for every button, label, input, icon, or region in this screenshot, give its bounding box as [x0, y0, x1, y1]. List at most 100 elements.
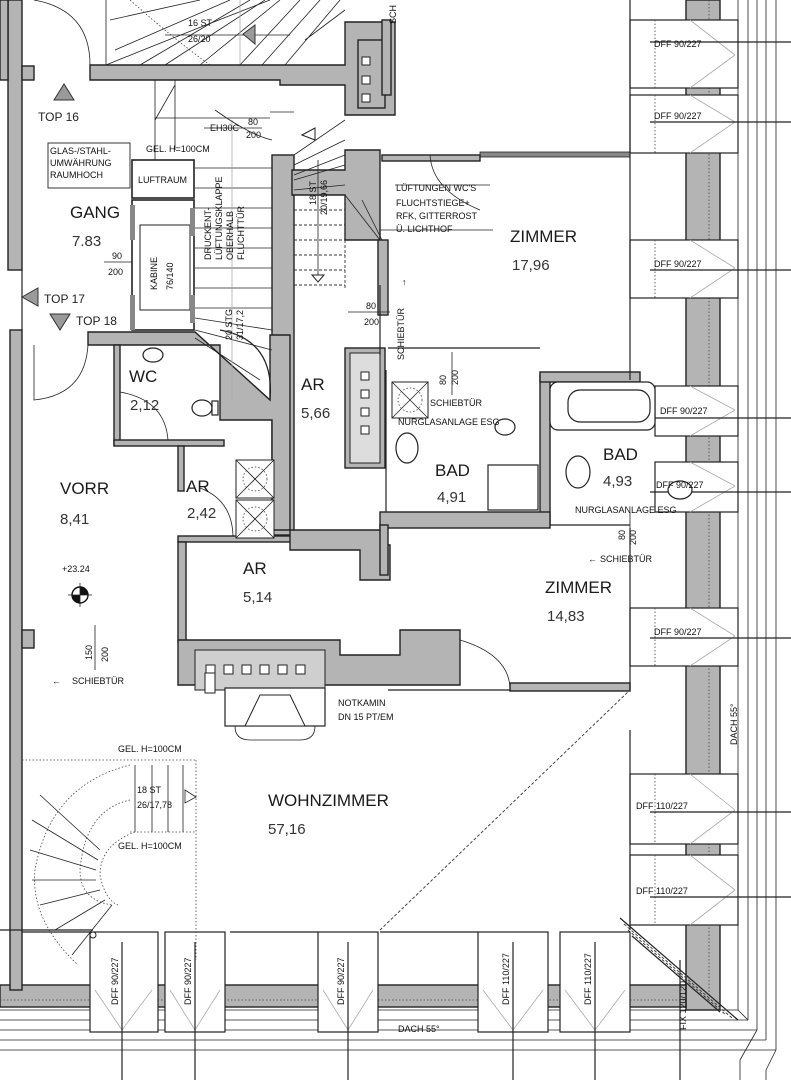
bad2-toilet: [667, 480, 693, 500]
level-marker: [68, 583, 92, 607]
railing-note-1: GEL. H=100CM: [118, 744, 182, 754]
spiral-stair-steps: 18 ST: [137, 785, 162, 795]
window-label-bottom-5: DFF 110/227: [583, 953, 593, 1005]
ventilation-note-line-1: LÜFTUNGEN WC'S: [396, 183, 476, 193]
dormer-b3: [317, 931, 379, 1080]
sliding-door-label-2: SCHIEBTÜR: [430, 398, 483, 408]
glass-system-note-2: NURGLASANLAGE ESG: [575, 505, 677, 515]
dormer-r2: [629, 94, 791, 154]
elevator-shaft: [130, 80, 270, 331]
fireplace: [204, 672, 326, 741]
wc-toilet: [191, 399, 213, 417]
room-area-bad-1: 4,91: [437, 489, 466, 506]
dormer-r1: [629, 19, 791, 89]
top-markers: [20, 83, 75, 331]
kabine-label: KABINE: [149, 257, 159, 290]
vent-note-line-2: LÜFTUNGSKLAPPE: [214, 176, 224, 260]
stair-left-ratio: 31/17,2: [235, 310, 245, 340]
window-label-right-1: DFF 90/227: [654, 39, 702, 49]
vent-note-line-3: OBERHALB: [225, 211, 235, 260]
room-name-zimmer-2: ZIMMER: [545, 578, 612, 597]
luftraum-label: LUFTRAUM: [138, 175, 187, 185]
right-dormers: [629, 19, 791, 926]
dormer-r8: [629, 854, 791, 926]
emergency-chimney-line-2: DN 15 PT/EM: [338, 712, 394, 722]
door-dim-width-2: 90: [112, 251, 122, 261]
door-dim-height-4: 200: [450, 370, 460, 385]
ventilation-note-line-3: RFK, GITTERROST: [396, 211, 478, 221]
room-area-ar-3: 5,14: [243, 589, 272, 606]
window-label-bottom-4: DFF 110/227: [501, 953, 511, 1005]
room-name-wohnzimmer: WOHNZIMMER: [268, 791, 389, 810]
bad1-toilet: [494, 418, 516, 436]
level-label: +23.24: [62, 564, 90, 574]
sch-label: SCH: [388, 5, 398, 24]
door-rating-label: EH30C: [210, 123, 240, 133]
room-outlines: [21, 20, 631, 933]
up-arrow-icon: ↑: [402, 277, 407, 287]
fix-window-label: FIX 120/120: [678, 981, 688, 1030]
top-17-label: TOP 17: [44, 292, 85, 306]
wc-sink: [142, 347, 164, 363]
window-label-right-4: DFF 90/227: [660, 406, 708, 416]
dormer-b4: [477, 931, 549, 1080]
ventilation-note-line-2: FLUCHTSTIEGE+: [396, 198, 470, 208]
room-name-ar-3: AR: [243, 559, 267, 578]
vent-note-line-1: DRUCKENT-: [203, 207, 213, 260]
window-label-right-3: DFF 90/227: [654, 259, 702, 269]
top-17-arrow-icon: [20, 287, 39, 307]
top-18-label: TOP 18: [76, 314, 117, 328]
ventilation-note-line-4: Ü. LICHTHOF: [396, 224, 453, 234]
left-arrow-icon-1: ←: [588, 554, 597, 564]
room-name-vorr: VORR: [60, 479, 109, 498]
emergency-chimney-line-1: NOTKAMIN: [338, 698, 386, 708]
sanitary-fixtures: [142, 347, 693, 511]
window-label-right-7: DFF 110/227: [636, 801, 688, 811]
room-area-wc: 2,12: [130, 397, 159, 414]
room-name-ar-2: AR: [301, 375, 325, 394]
stair-left-steps: 20 STG: [224, 309, 234, 340]
room-area-ar-1: 2,42: [187, 505, 216, 522]
door-dim-width-6: 150: [84, 645, 94, 660]
dormer-b2: [164, 931, 226, 1080]
stair-mid-steps: 18 ST: [308, 180, 318, 205]
room-area-wohnzimmer: 57,16: [268, 821, 306, 838]
dimension-lines: [94, 127, 631, 670]
door-dim-height-1: 200: [246, 130, 261, 140]
window-label-right-6: DFF 90/227: [654, 627, 702, 637]
right-core-stair: [293, 119, 381, 290]
left-exterior-wall: [0, 0, 35, 991]
doors: [33, 0, 511, 691]
stair-top-ratio: 26/20: [188, 34, 211, 44]
window-label-bottom-2: DFF 90/227: [183, 957, 193, 1005]
spiral-stair: [0, 759, 197, 966]
dormer-r7: [629, 773, 791, 845]
sliding-door-label-3: SCHIEBTÜR: [600, 554, 653, 564]
room-area-gang: 7.83: [72, 233, 101, 250]
sliding-door-label-1: SCHIEBTÜR: [396, 307, 406, 360]
vent-note-line-4: FLUCHTTÜR: [236, 206, 246, 260]
room-area-ar-2: 5,66: [301, 405, 330, 422]
door-dim-width-4: 80: [438, 375, 448, 385]
stair-top-steps: 16 ST: [188, 18, 213, 28]
door-dim-height-6: 200: [100, 647, 110, 662]
glass-note-line-2: UMWÄHRUNG: [50, 158, 112, 168]
glass-note-box: [47, 142, 131, 189]
room-name-wc: WC: [129, 367, 157, 386]
room-area-zimmer-1: 17,96: [512, 257, 550, 274]
sliding-door-label-4: SCHIEBTÜR: [72, 676, 125, 686]
window-label-bottom-1: DFF 90/227: [110, 957, 120, 1005]
top-stair: [105, 0, 346, 66]
window-label-right-5: DFF 90/227: [656, 480, 704, 490]
dormer-b1: [89, 931, 159, 1080]
stair-mid-ratio: 20/19,66: [319, 180, 329, 215]
window-label-bottom-3: DFF 90/227: [336, 957, 346, 1005]
shafts: [235, 381, 429, 539]
dormer-r6: [629, 607, 791, 667]
kabine-size: 76/140: [165, 262, 175, 290]
glass-note-line-1: GLAS-/STAHL-: [50, 146, 111, 156]
bad1-sink: [395, 432, 419, 464]
window-label-right-8: DFF 110/227: [636, 886, 688, 896]
top-16-label: TOP 16: [38, 110, 79, 124]
